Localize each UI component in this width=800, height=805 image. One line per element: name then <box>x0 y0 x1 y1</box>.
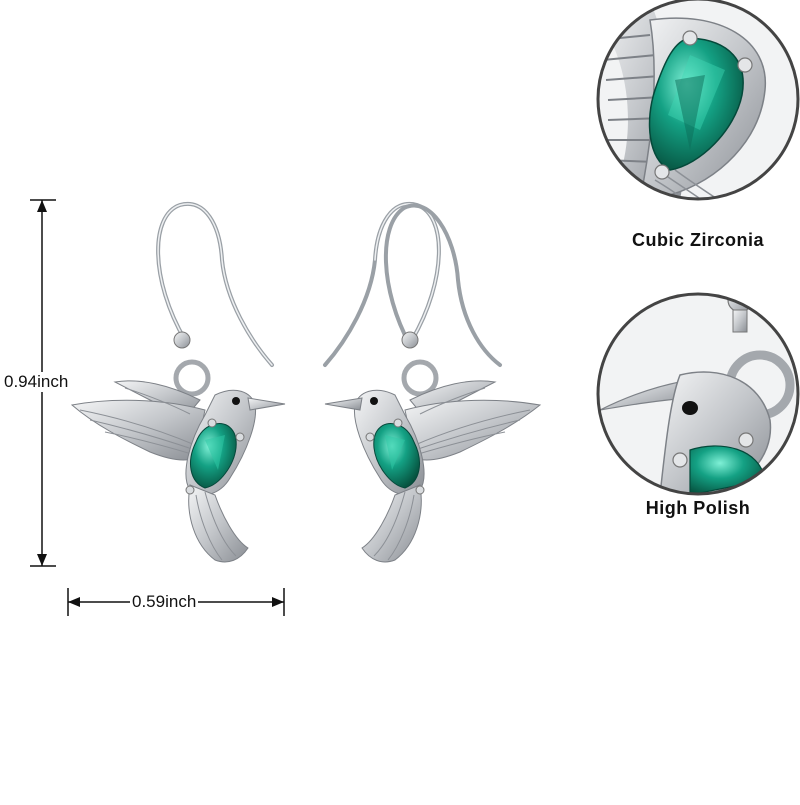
left-earring <box>70 201 286 563</box>
right-earring <box>323 201 542 563</box>
cubic-zirconia-label: Cubic Zirconia <box>631 230 764 250</box>
width-label: 0.59inch <box>130 592 199 612</box>
polish-closeup-circle <box>596 292 800 496</box>
height-label: 0.94inch <box>2 372 71 392</box>
high-polish-label: High Polish <box>645 498 751 518</box>
gem-closeup-circle <box>596 0 800 201</box>
